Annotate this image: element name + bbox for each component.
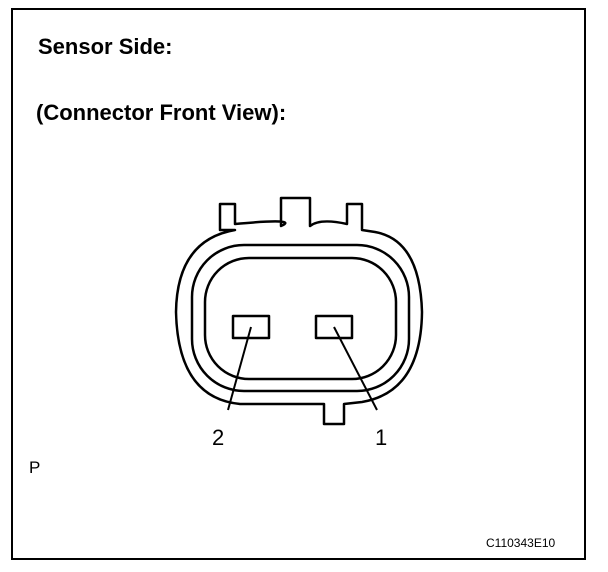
diagram-subtitle: (Connector Front View):	[36, 100, 287, 125]
terminal-2-cavity	[231, 314, 271, 340]
terminal-2-leader-line	[227, 326, 252, 411]
terminal-1-label: 1	[375, 425, 388, 450]
terminal-1-cavity	[314, 314, 354, 340]
figure-frame	[11, 8, 586, 560]
diagram-title: Sensor Side:	[38, 34, 173, 59]
connector-shell-inner	[203, 256, 398, 381]
corner-mark: P	[29, 458, 41, 477]
terminal-2-label: 2	[212, 425, 225, 450]
connector-shell-middle	[190, 243, 411, 393]
terminal-1-leader-line	[333, 326, 378, 411]
figure-code: C110343E10	[486, 536, 556, 550]
connector-housing-outline	[174, 196, 424, 426]
